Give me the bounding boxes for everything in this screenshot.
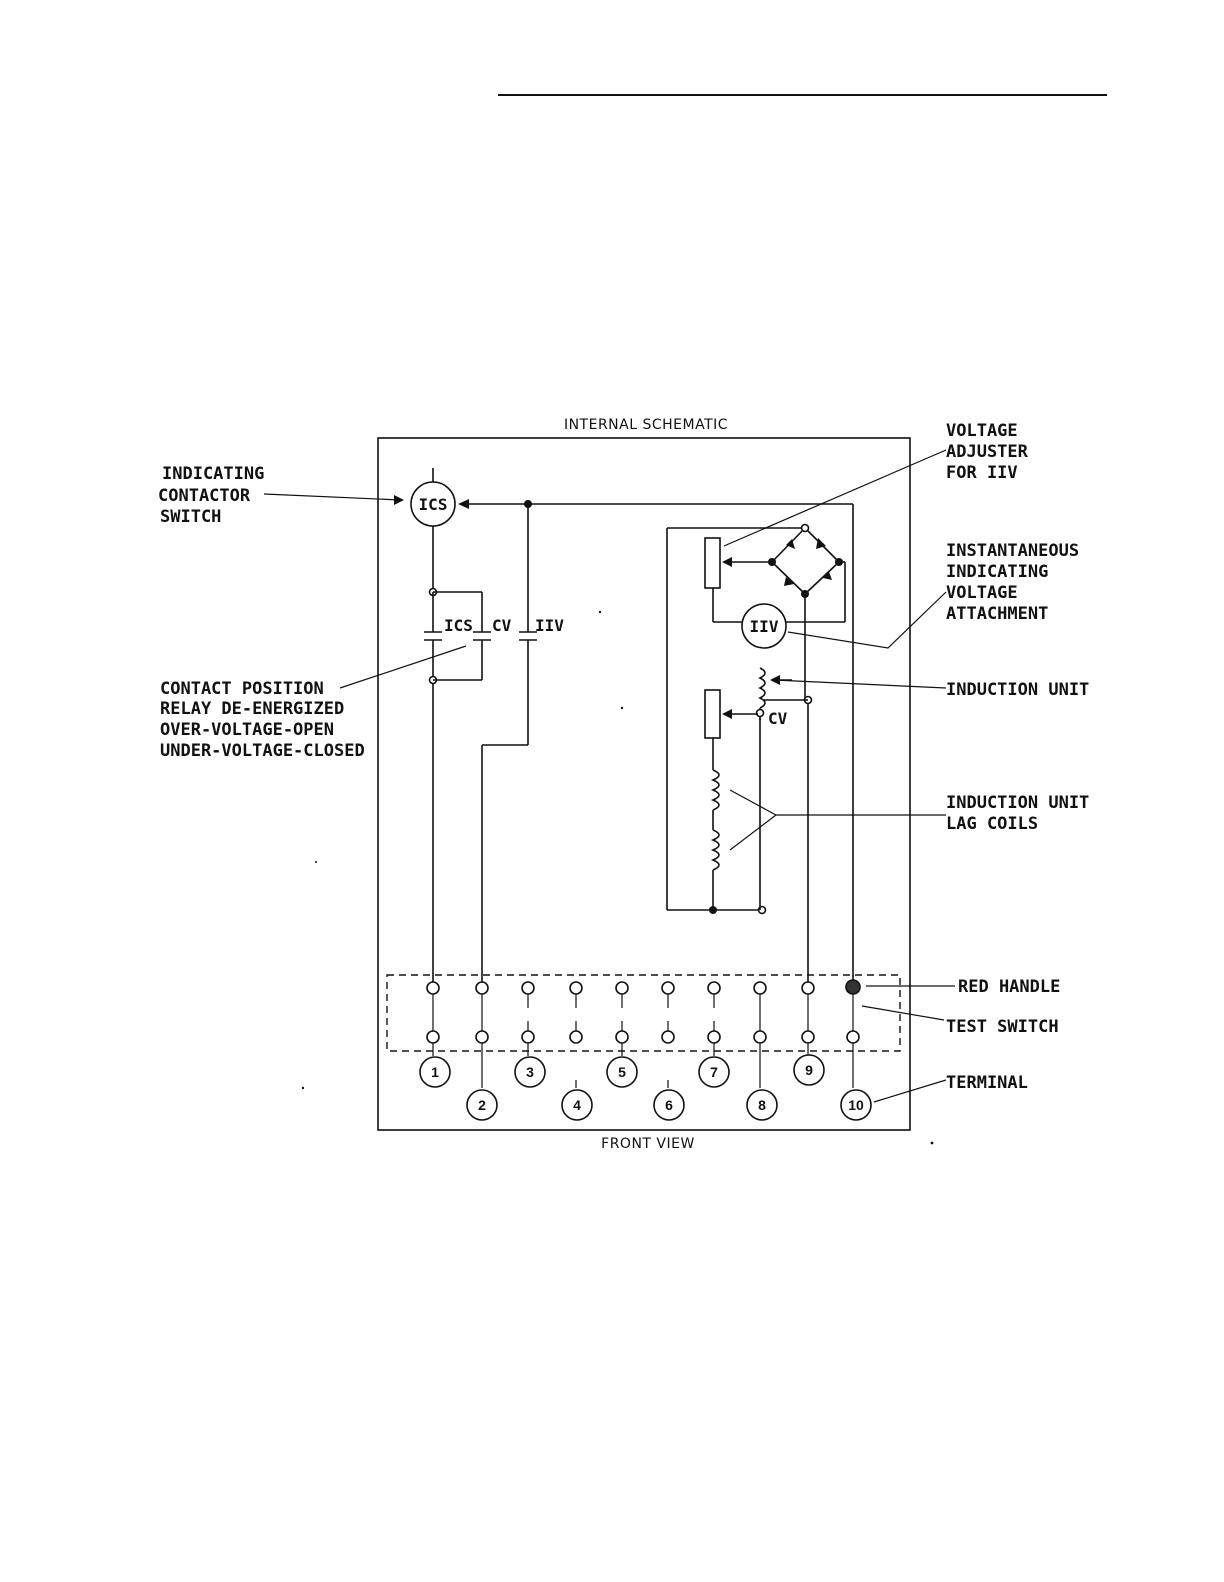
- lag-coil-upper: [710, 769, 720, 811]
- terminal-3: [514, 1056, 546, 1088]
- test-switch-terminals: 1 2 3 4 5 6 7 8 9 10: [419, 979, 872, 1121]
- voltage-adjuster-resistor: [704, 537, 721, 589]
- svg-text:INDICATING: INDICATING: [946, 562, 1048, 582]
- terminal-1: [419, 1056, 451, 1088]
- terminal-10: [840, 1089, 872, 1121]
- svg-text:VOLTAGE: VOLTAGE: [946, 583, 1018, 603]
- svg-text:INSTANTANEOUS: INSTANTANEOUS: [946, 541, 1079, 561]
- svg-text:INDUCTION UNIT: INDUCTION UNIT: [946, 680, 1089, 700]
- terminal-10-label: 10: [848, 1097, 864, 1113]
- svg-text:RED HANDLE: RED HANDLE: [958, 977, 1060, 997]
- iiv-unit: [741, 603, 787, 649]
- svg-text:LAG COILS: LAG COILS: [946, 814, 1038, 834]
- contact-ics-label: ICS: [444, 616, 473, 635]
- terminal-5: [606, 1056, 638, 1088]
- red-handle: [845, 979, 861, 995]
- cv-unit-label: CV: [768, 709, 788, 728]
- contact-cv-label: CV: [492, 616, 512, 635]
- svg-text:INDICATING: INDICATING: [162, 464, 264, 484]
- terminal-9-label: 9: [805, 1062, 813, 1078]
- title-front-view: FRONT VIEW: [601, 1136, 695, 1152]
- terminal-7: [698, 1056, 730, 1088]
- callout-terminal: TERMINAL: [873, 1073, 1028, 1103]
- callout-test-switch: TEST SWITCH: [861, 1005, 1059, 1037]
- svg-text:RELAY DE-ENERGIZED: RELAY DE-ENERGIZED: [160, 699, 344, 719]
- svg-text:CONTACT POSITION: CONTACT POSITION: [160, 679, 324, 699]
- svg-text:FOR IIV: FOR IIV: [946, 463, 1018, 483]
- terminal-6-label: 6: [665, 1097, 673, 1113]
- terminal-1-label: 1: [431, 1064, 439, 1080]
- svg-text:TEST SWITCH: TEST SWITCH: [946, 1017, 1059, 1037]
- callout-red-handle: RED HANDLE: [866, 977, 1060, 997]
- callout-lag-coils: INDUCTION UNIT LAG COILS: [729, 789, 1089, 851]
- induction-unit-coil: [758, 667, 766, 709]
- iiv-unit-label: IIV: [750, 617, 779, 636]
- terminal-9: [793, 1054, 825, 1086]
- terminal-6: [653, 1089, 685, 1121]
- svg-text:VOLTAGE: VOLTAGE: [946, 421, 1018, 441]
- contact-iiv-label: IIV: [535, 616, 564, 635]
- terminal-8-label: 8: [758, 1097, 766, 1113]
- svg-text:UNDER-VOLTAGE-CLOSED: UNDER-VOLTAGE-CLOSED: [160, 741, 365, 761]
- test-switch-box: [386, 974, 901, 1052]
- svg-text:ATTACHMENT: ATTACHMENT: [946, 604, 1048, 624]
- relay-case-outline: [377, 437, 911, 1131]
- callout-instantaneous: INSTANTANEOUS INDICATING VOLTAGE ATTACHM…: [787, 541, 1079, 649]
- callout-voltage-adjuster: VOLTAGE ADJUSTER FOR IIV: [723, 421, 1029, 547]
- callout-indicating-contactor: INDICATING CONTACTOR SWITCH: [158, 464, 404, 527]
- svg-text:OVER-VOLTAGE-OPEN: OVER-VOLTAGE-OPEN: [160, 720, 334, 740]
- rectifier-bridge: [768, 523, 843, 598]
- terminal-4-label: 4: [573, 1097, 581, 1113]
- ics-arrowhead: [458, 499, 469, 509]
- svg-text:CONTACTOR: CONTACTOR: [158, 486, 251, 506]
- terminal-5-label: 5: [618, 1064, 626, 1080]
- svg-text:ADJUSTER: ADJUSTER: [946, 442, 1029, 462]
- svg-text:SWITCH: SWITCH: [160, 507, 221, 527]
- svg-text:INDUCTION UNIT: INDUCTION UNIT: [946, 793, 1089, 813]
- cv-adjust-resistor: [704, 689, 721, 739]
- terminal-4: [561, 1089, 593, 1121]
- lag-coil-lower: [710, 829, 720, 871]
- callout-contact-position: CONTACT POSITION RELAY DE-ENERGIZED OVER…: [160, 645, 467, 761]
- terminal-2: [466, 1089, 498, 1121]
- terminal-3-label: 3: [526, 1064, 534, 1080]
- ics-coil-label: ICS: [419, 495, 448, 514]
- terminal-7-label: 7: [710, 1064, 718, 1080]
- callout-induction-unit: INDUCTION UNIT: [773, 679, 1089, 700]
- terminal-8: [746, 1089, 778, 1121]
- svg-text:TERMINAL: TERMINAL: [946, 1073, 1028, 1093]
- terminal-2-label: 2: [478, 1097, 486, 1113]
- title-internal-schematic: INTERNAL SCHEMATIC: [564, 417, 728, 433]
